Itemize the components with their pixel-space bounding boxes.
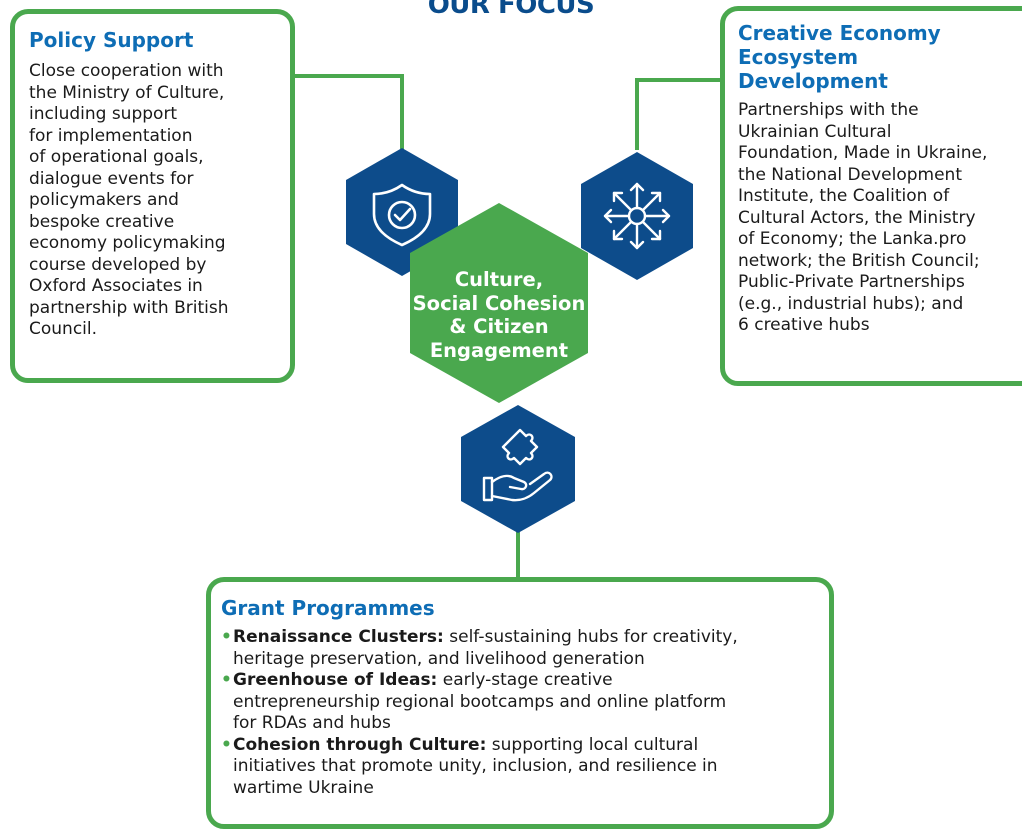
ecosystem-development-box: Creative Economy Ecosystem Development P… [720,6,1022,386]
text-line: course developed by [29,254,207,275]
text-line: economy policymaking [29,233,226,253]
text-line: 6 creative hubs [738,315,870,335]
text-line: for implementation [29,125,193,146]
text-line: the National Development [738,164,962,185]
center-label-line: Engagement [429,338,569,362]
item-title: Greenhouse of Ideas: [233,670,438,690]
grant-programmes-box: Grant Programmes • Renaissance Clusters:… [206,577,834,829]
text-line: bespoke creative [29,211,175,232]
bullet-icon: • [221,734,232,755]
arrows-out-icon [603,182,671,250]
text-line: self-sustaining hubs for creativity, [443,627,738,647]
item-title: Renaissance Clusters: [233,627,444,647]
hex-grants [461,405,575,533]
text-line: wartime Ukraine [233,777,374,798]
text-line: Institute, the Coalition of [738,186,950,206]
heading-line: Development [738,69,888,93]
text-line: of operational goals, [29,147,204,167]
text-line: network; the British Council; [738,250,980,271]
hex-ecosystem [581,152,693,280]
policy-support-box: Policy Support Close cooperation with th… [10,9,295,383]
text-line: Foundation, Made in Ukraine, [738,143,988,163]
bullet-icon: • [221,627,232,647]
text-line: Council. [29,319,98,339]
text-line: supporting local cultural [486,734,699,755]
ecosystem-text: Partnerships with the Ukrainian Cultural… [738,100,1022,337]
ecosystem-heading: Creative Economy Ecosystem Development [738,21,1022,93]
list-item: • Renaissance Clusters: self-sustaining … [221,627,817,670]
text-line: of Economy; the Lanka.pro [738,229,967,249]
bullet-icon: • [221,670,232,690]
hex-center [410,203,588,403]
page-title: OUR FOCUS [427,0,595,20]
text-line: (e.g., industrial hubs); and [738,293,964,314]
text-line: heritage preservation, and livelihood ge… [233,648,645,669]
text-line: Cultural Actors, the Ministry [738,207,976,228]
list-item: • Greenhouse of Ideas: early-stage creat… [221,670,817,735]
item-title: Cohesion through Culture: [233,734,487,755]
policy-support-heading: Policy Support [29,28,194,52]
shield-check-icon [372,183,432,247]
center-label: Culture, Social Cohesion & Citizen Engag… [410,268,588,362]
center-label-line: Culture, [454,268,544,291]
text-line: Ukrainian Cultural [738,121,892,142]
text-line: early-stage creative [437,670,613,690]
heading-line: Ecosystem [738,45,859,69]
text-line: Partnerships with the [738,100,919,120]
text-line: Public-Private Partnerships [738,272,965,292]
text-line: Close cooperation with [29,61,224,81]
center-label-line: Social Cohesion [412,291,586,315]
text-line: the Ministry of Culture, [29,82,225,103]
text-line: partnership with British [29,297,229,318]
text-line: for RDAs and hubs [233,713,391,733]
grant-programmes-heading: Grant Programmes [221,596,435,620]
policy-support-text: Close cooperation with the Ministry of C… [29,61,276,341]
grant-programmes-list: • Renaissance Clusters: self-sustaining … [221,627,817,799]
list-item: • Cohesion through Culture: supporting l… [221,735,817,800]
text-line: Oxford Associates in [29,276,203,296]
center-label-line: & Citizen [449,315,549,338]
heading-line: Creative Economy [738,21,941,45]
text-line: dialogue events for [29,168,194,189]
text-line: initiatives that promote unity, inclusio… [233,756,718,776]
text-line: including support [29,104,178,124]
text-line: policymakers and [29,190,179,210]
connector-policy [295,74,404,150]
connector-ecosystem [635,78,720,150]
text-line: entrepreneurship regional bootcamps and … [233,691,727,712]
hand-puzzle-icon [482,428,553,502]
